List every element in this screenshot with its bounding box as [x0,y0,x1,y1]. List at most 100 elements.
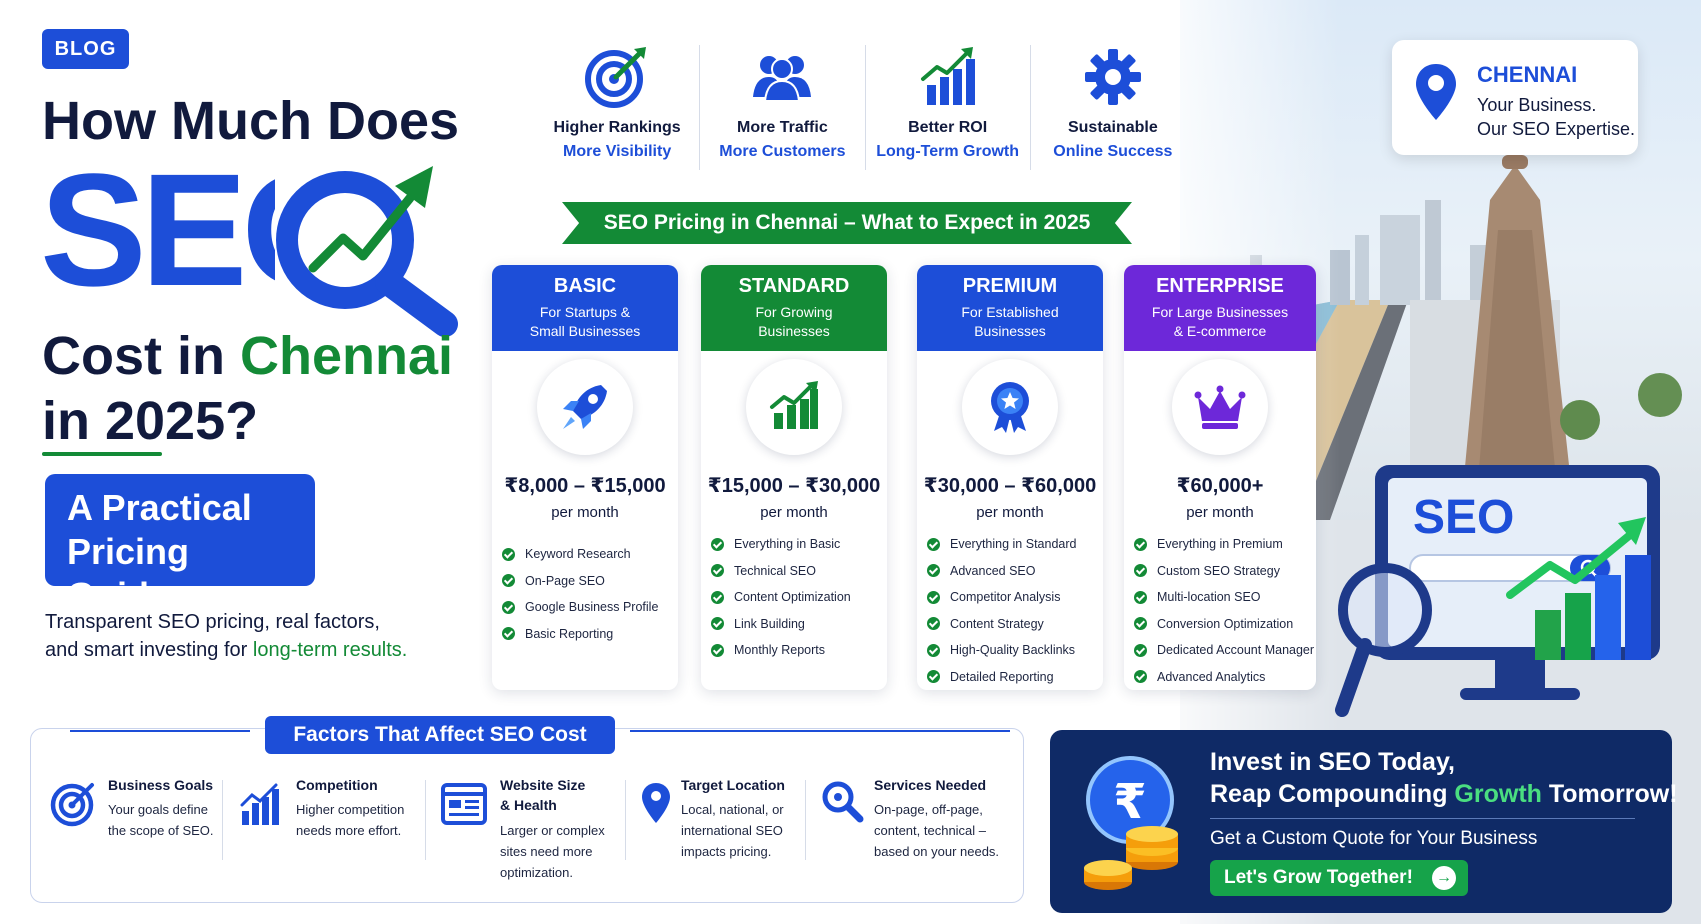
plan-features: Everything in Premium Custom SEO Strateg… [1124,531,1316,690]
growth-chart-icon [240,783,279,825]
rocket-icon [563,385,607,429]
guide-line-1: A Practical [67,487,252,528]
plan-card-enterprise[interactable]: ENTERPRISE For Large Businesses& E-comme… [1124,265,1316,690]
plan-subtitle-line-1: For Growing [755,304,833,320]
check-icon [1134,537,1147,551]
plan-feature-label: On-Page SEO [525,573,605,588]
plan-feature-label: Everything in Standard [950,537,1077,552]
check-icon [927,643,940,657]
plan-feature-label: Everything in Premium [1157,537,1283,552]
factor-divider [805,780,806,860]
plan-feature: Conversion Optimization [1134,611,1308,638]
plan-feature: Competitor Analysis [927,584,1095,611]
gear-icon [1084,49,1141,105]
factor-desc-line: impacts pricing. [681,844,772,859]
factors-title-rule-right [630,730,1010,732]
plan-feature: On-Page SEO [502,568,670,595]
check-icon [711,537,724,551]
invest-headline-2-text: Reap Compounding [1210,780,1455,808]
check-icon [1134,617,1147,631]
plan-feature-label: Technical SEO [734,563,816,578]
plan-subtitle: For Large Businesses& E-commerce [1124,303,1316,341]
plan-price: ₹30,000 – ₹60,000 [923,475,1097,497]
plan-period: per month [551,504,619,521]
check-icon [927,590,940,604]
monitor-graphic [1335,465,1660,717]
check-icon [502,574,515,588]
target-icon [50,783,94,827]
plan-badge [1172,359,1268,455]
factor-desc-line: Local, national, or [681,802,784,817]
benefit-sustainable-title: Sustainable [1067,119,1158,136]
guide-line-2: Pricing Guide [67,531,190,616]
plan-name: PREMIUM [962,275,1058,297]
plan-name: STANDARD [738,275,850,297]
plan-subtitle-line-1: For Startups & [539,304,631,320]
plan-features: Keyword Research On-Page SEO Google Busi… [492,541,678,647]
plan-feature-label: Google Business Profile [525,600,659,615]
plan-header: BASIC For Startups & Small Businesses [492,265,678,351]
benefit-sustainable: Sustainable Online Success [1031,45,1195,170]
plan-feature: Basic Reporting [502,621,670,648]
practical-guide-box: A Practical Pricing Guide [45,474,315,616]
crown-icon [1194,385,1246,429]
headline-line-3: Cost in Chennai [42,325,453,387]
plan-feature: Advanced SEO [927,558,1095,585]
lets-grow-button[interactable]: Let's Grow Together! → [1210,860,1468,896]
factor-title-line-2: & Health [500,797,557,813]
blog-tag[interactable]: BLOG [42,29,129,69]
plan-features: Everything in Basic Technical SEO Conten… [701,531,887,664]
check-icon [927,617,940,631]
plan-card-basic[interactable]: BASIC For Startups &Small Businesses ₹8,… [492,265,678,690]
headline-line-1: How Much Does [42,91,460,151]
plan-subtitle-line-2: & E-commerce [1173,323,1267,339]
plan-feature: Everything in Premium [1134,531,1308,558]
plan-badge [962,359,1058,455]
check-icon [1134,564,1147,578]
factor-desc-line: Your goals define [108,802,208,817]
plan-feature: Detailed Reporting [927,664,1095,691]
plan-subtitle-line-2: Small Businesses [529,323,641,339]
benefit-traffic-sub: More Customers [719,143,846,160]
plan-feature-label: Content Strategy [950,616,1044,631]
svg-text:₹: ₹ [1113,774,1146,830]
plan-period: per month [1186,504,1254,521]
benefit-traffic: More Traffic More Customers [700,45,866,170]
invest-headline-1: Invest in SEO Today, [1210,748,1455,776]
benefits-row: Higher Rankings More Visibility More Tra… [535,45,1195,170]
factor-desc-line: content, technical – [874,823,987,838]
plan-feature-label: Keyword Research [525,547,631,562]
plan-period: per month [760,504,828,521]
invest-cta-panel: ₹ Invest in SEO Today, Reap Compounding … [1050,730,1678,913]
headline-underline [42,452,162,456]
plan-feature: Everything in Basic [711,531,879,558]
invest-headline-2: Reap Compounding Growth Tomorrow! [1210,780,1678,809]
benefit-roi: Better ROI Long-Term Growth [866,45,1031,170]
plan-feature: Content Optimization [711,584,879,611]
factor-desc-line: optimization. [500,865,573,880]
users-icon [753,56,812,102]
factor-title: Target Location [681,777,785,793]
invest-subtitle: Get a Custom Quote for Your Business [1210,828,1538,849]
check-icon [927,670,940,684]
check-icon [711,617,724,631]
plan-name: BASIC [553,275,617,297]
plan-badge [537,359,633,455]
plan-feature-label: High-Quality Backlinks [950,643,1076,658]
plan-feature: Google Business Profile [502,594,670,621]
check-icon [927,564,940,578]
award-badge-icon [991,382,1029,433]
chennai-card-city: CHENNAI [1477,62,1578,87]
location-pin-icon [1416,64,1456,120]
factor-desc-line: international SEO [681,823,783,838]
plan-subtitle-line-2: Businesses [974,323,1046,339]
plan-feature-label: Content Optimization [734,590,851,605]
plan-features: Everything in Standard Advanced SEO Comp… [917,531,1103,690]
benefit-rankings: Higher Rankings More Visibility [535,45,701,170]
factor-title: Business Goals [108,777,214,793]
